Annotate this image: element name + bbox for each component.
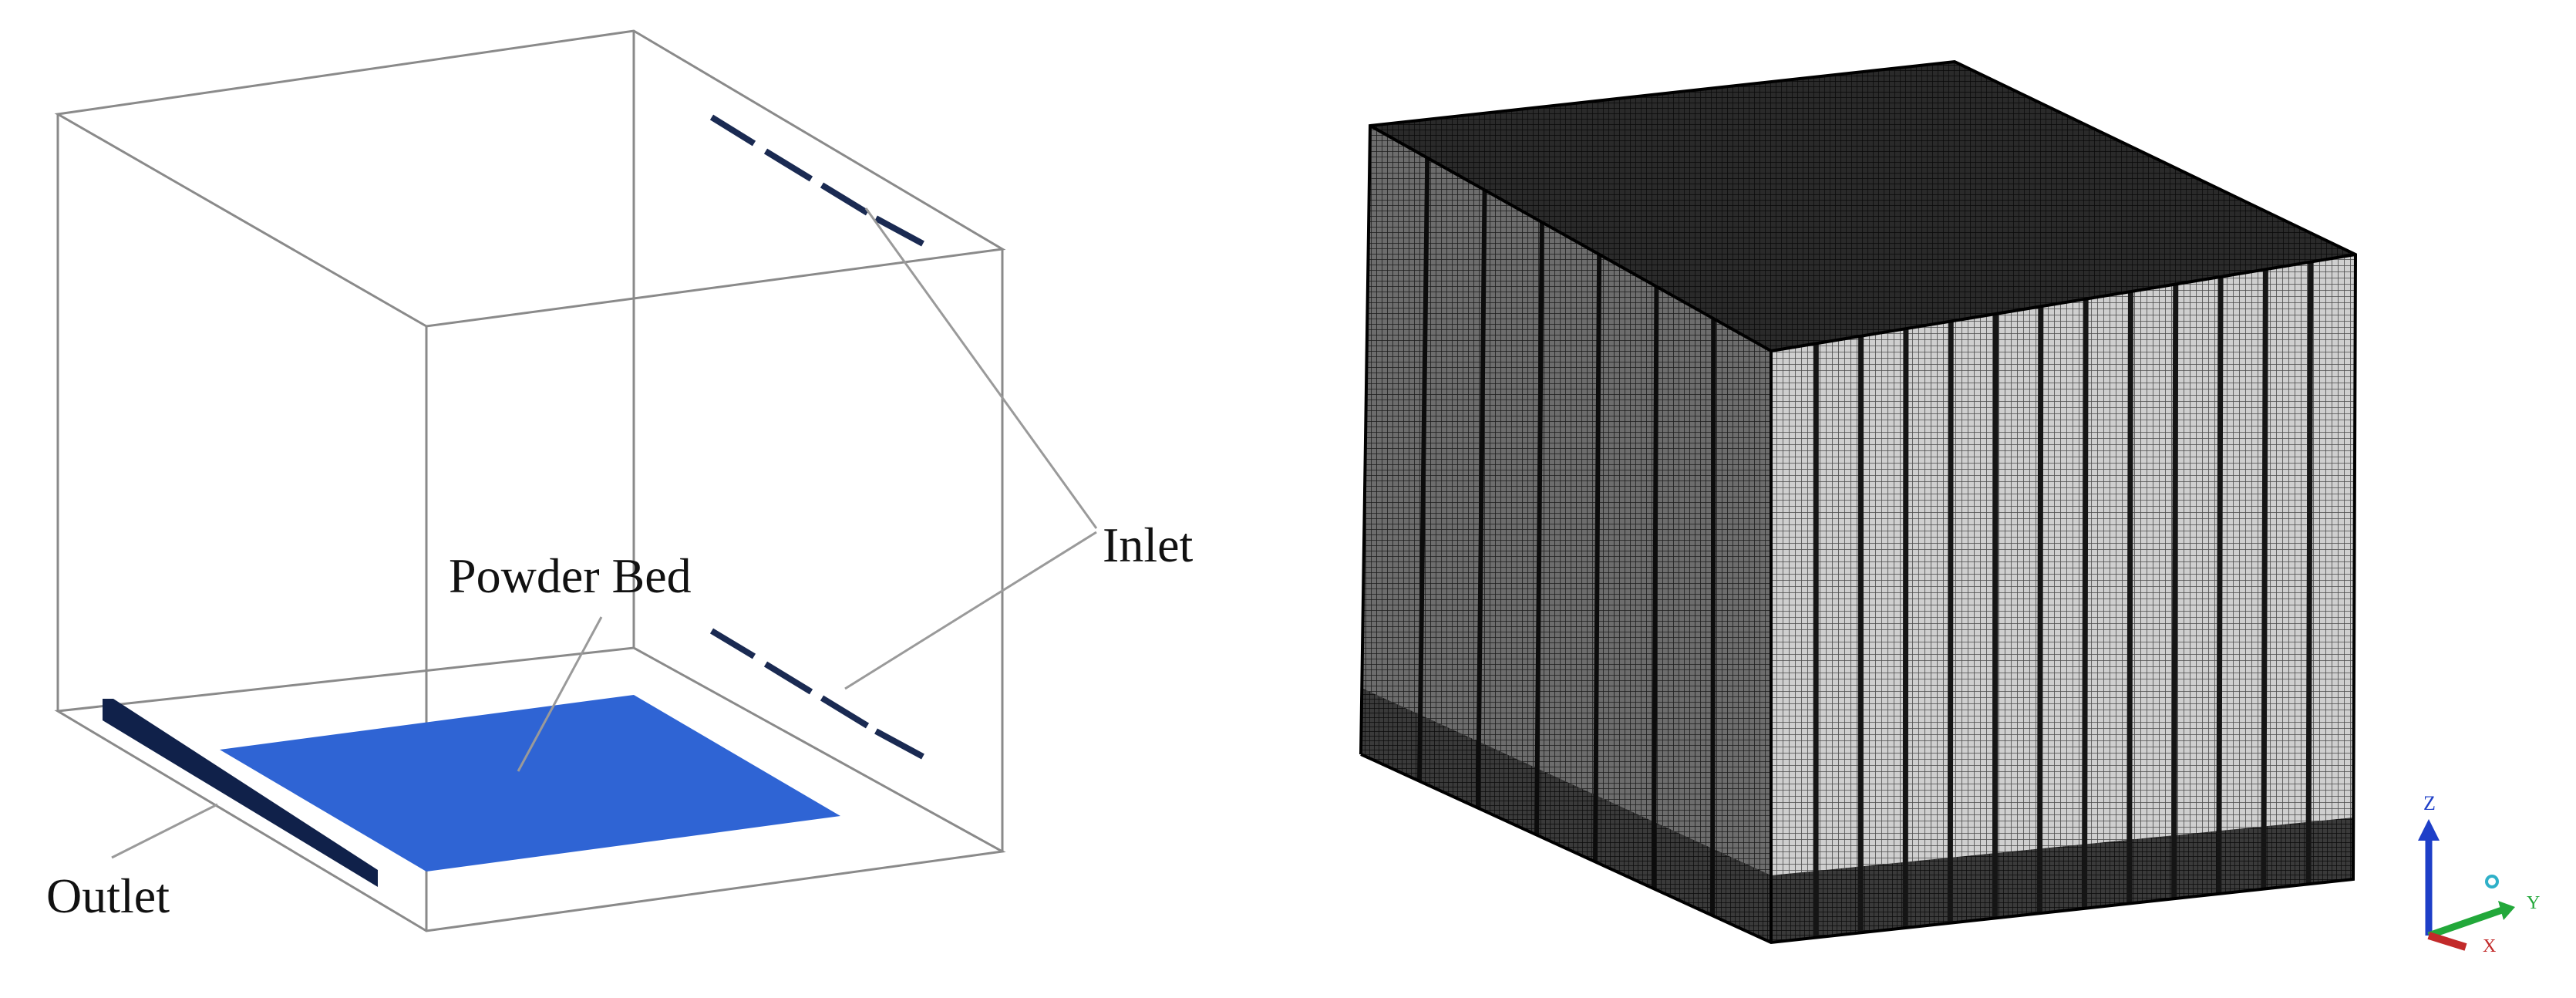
mesh-stripe <box>2305 261 2314 885</box>
y-axis-label: Y <box>2527 893 2540 913</box>
y-axis-arrow <box>2427 906 2504 939</box>
outlet-leader <box>111 803 218 859</box>
outlet-label: Outlet <box>46 868 170 923</box>
mesh-side-stripes <box>1417 157 1716 916</box>
domain-schematic: Inlet Powder Bed Outlet <box>46 29 1194 932</box>
leader-lines <box>111 207 1098 859</box>
mesh-band-side <box>1361 689 1771 942</box>
mesh-band-front <box>1771 818 2353 942</box>
inlet-leader-bottom <box>844 531 1097 690</box>
x-axis-arrow <box>2427 932 2467 951</box>
mesh-refinement-stripes <box>1813 261 2314 938</box>
mesh-stripe <box>2216 276 2224 894</box>
mesh-stripe <box>2126 292 2133 904</box>
axis-triad: Z Y X <box>2418 792 2540 956</box>
mesh-stripe <box>2171 284 2179 899</box>
mesh-side-stripe <box>1417 157 1430 781</box>
powder-bed-leader <box>517 616 603 772</box>
mesh-stripe <box>1947 321 1954 923</box>
x-axis-label: X <box>2483 936 2496 956</box>
domain-box-wireframe <box>54 29 1006 932</box>
mesh-stripe <box>2082 298 2089 909</box>
powder-bed-label: Powder Bed <box>449 548 692 603</box>
mesh-side-stripe <box>1534 222 1544 835</box>
outlet-slot <box>103 699 378 887</box>
inlet-label: Inlet <box>1103 518 1194 572</box>
mesh-stripe <box>2261 269 2268 889</box>
mesh-stripe <box>2036 306 2044 914</box>
y-axis-arrowhead-icon <box>2498 901 2515 920</box>
inlet-slots <box>709 114 924 760</box>
mesh-top-face <box>1370 62 2355 351</box>
z-axis-arrowhead-icon <box>2418 819 2440 841</box>
mesh-side-stripe <box>1652 286 1659 889</box>
mesh-side-stripe <box>1476 190 1487 808</box>
mesh-side-stripe <box>1593 254 1602 862</box>
inlet-leader-top <box>864 207 1098 529</box>
triad-origin-marker-icon <box>2485 875 2499 888</box>
mesh-outline <box>1359 59 2358 945</box>
mesh-side-stripe <box>1710 319 1716 916</box>
z-axis-label: Z <box>2423 792 2436 814</box>
mesh-front-face <box>1771 255 2355 942</box>
computational-mesh <box>1359 59 2358 945</box>
powder-bed-surface <box>220 695 840 872</box>
mesh-stripe <box>1902 329 1909 929</box>
